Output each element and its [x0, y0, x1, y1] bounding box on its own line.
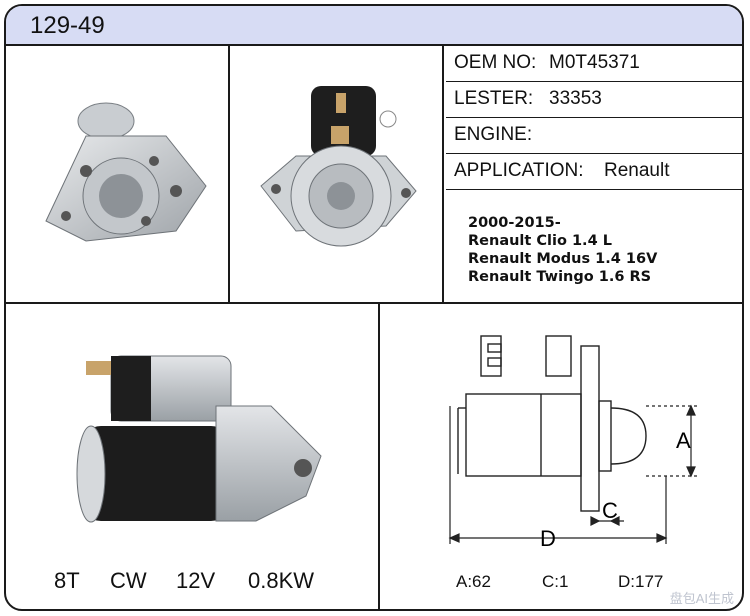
dimension-d-label: D: [540, 526, 556, 551]
application-label: APPLICATION:: [454, 160, 584, 181]
application-model: Renault Twingo 1.6 RS: [468, 269, 652, 285]
header-bar: 129-49: [6, 6, 742, 46]
dimension-diagram: A C D: [448, 335, 698, 551]
divider: [228, 46, 230, 303]
application-row: APPLICATION: Renault: [446, 154, 742, 190]
starter-front-view-image: [45, 102, 207, 242]
dimension-d-value: D:177: [618, 572, 664, 591]
dimension-a-label: A: [676, 428, 691, 453]
divider: [378, 303, 380, 609]
application-value: Renault: [604, 160, 670, 181]
lester-label: LESTER:: [454, 88, 534, 109]
divider: [6, 302, 742, 304]
product-card: 129-49 OEM NO: M0T45371 LESTER: 33353 EN…: [4, 4, 744, 611]
power-rating: 0.8KW: [248, 568, 315, 593]
voltage: 12V: [176, 568, 216, 593]
lester-row: LESTER: 33353: [446, 82, 742, 118]
teeth-count: 8T: [54, 568, 80, 593]
divider: [442, 46, 444, 303]
oem-label: OEM NO:: [454, 52, 537, 73]
application-model: Renault Modus 1.4 16V: [468, 251, 658, 267]
oem-value: M0T45371: [549, 52, 640, 73]
starter-rear-view-image: [260, 86, 417, 247]
starter-side-view-image: [76, 355, 322, 523]
application-model: Renault Clio 1.4 L: [468, 233, 612, 249]
dimension-c-label: C: [602, 498, 618, 523]
dimension-a-value: A:62: [456, 572, 491, 591]
watermark: 盘包AI生成: [669, 591, 734, 606]
engine-label: ENGINE:: [454, 124, 533, 145]
application-details: 2000-2015- Renault Clio 1.4 L Renault Mo…: [468, 214, 657, 286]
dimension-c-value: C:1: [542, 572, 569, 591]
application-years: 2000-2015-: [468, 215, 561, 231]
oem-row: OEM NO: M0T45371: [446, 46, 742, 82]
engine-row: ENGINE:: [446, 118, 742, 154]
lester-value: 33353: [549, 88, 602, 109]
rotation: CW: [110, 568, 147, 593]
model-number: 129-49: [30, 12, 105, 39]
